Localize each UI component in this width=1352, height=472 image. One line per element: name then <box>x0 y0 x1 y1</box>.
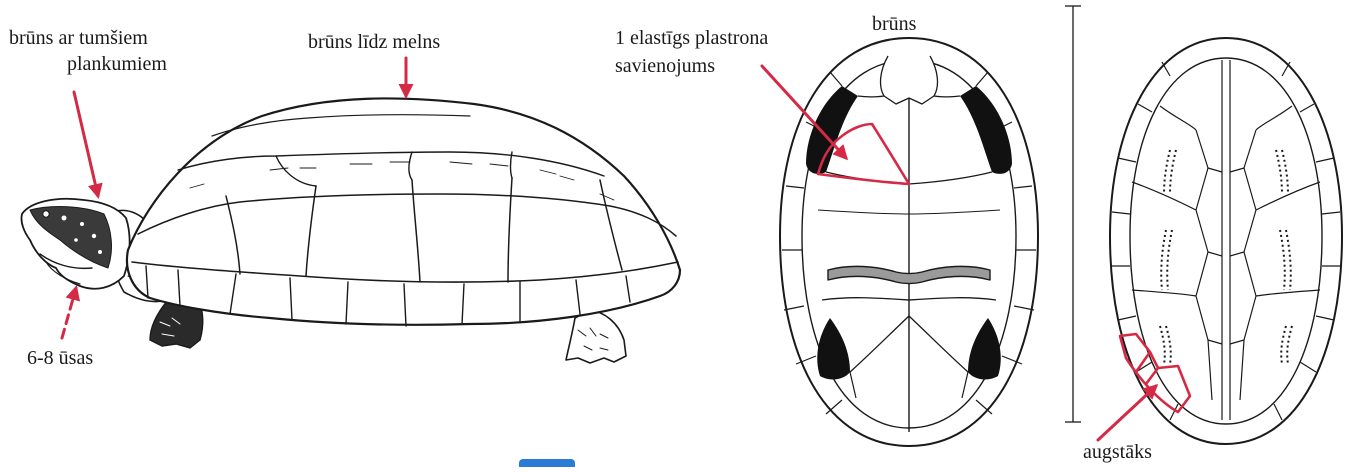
label-shell-top: brūns līdz melns <box>308 30 440 54</box>
rear-leg <box>566 310 626 363</box>
carapace-side <box>127 98 680 326</box>
carapace-top-view <box>1110 38 1342 444</box>
label-carapace-high: augstāks <box>1083 440 1152 464</box>
label-hinge-line1: 1 elastīgs plastrona <box>615 26 768 50</box>
side-view-turtle <box>21 98 680 363</box>
label-hinge-line2: savienojums <box>615 54 715 78</box>
page-badge <box>519 459 575 467</box>
label-head-line1: brūns ar tumšiem <box>9 26 148 50</box>
arrow-head-pattern <box>74 92 98 196</box>
head <box>21 199 129 289</box>
plastron-view <box>780 38 1038 446</box>
arrow-carapace-high <box>1098 386 1156 440</box>
arrow-barbels <box>62 288 76 338</box>
length-scale-bar <box>1065 6 1081 422</box>
label-plastron-color: brūns <box>872 12 916 36</box>
label-barbels: 6-8 ūsas <box>27 346 93 370</box>
label-head-line2: plankumiem <box>67 52 167 76</box>
